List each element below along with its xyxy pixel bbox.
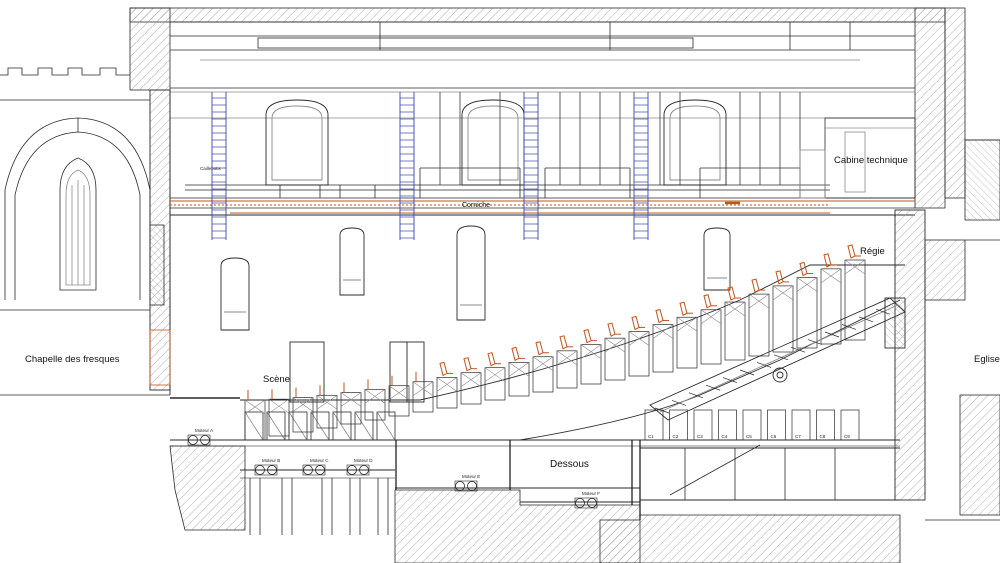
bay-label: C6 <box>771 434 777 439</box>
motor-a: Moteur A <box>187 428 213 446</box>
bay-c7: C7 <box>791 409 811 441</box>
church-section <box>924 7 1000 521</box>
middle-windows <box>220 225 731 403</box>
label-dessous: Dessous <box>550 459 589 470</box>
motor-d: Moteur D <box>346 458 373 476</box>
seat-row <box>628 315 650 377</box>
bay-c5: C5 <box>742 409 762 441</box>
bay-c3: C3 <box>693 409 713 441</box>
seat-row <box>364 379 386 421</box>
seat-row <box>580 329 602 385</box>
bay-c2: C2 <box>669 409 688 441</box>
seat-row <box>508 346 530 397</box>
bay-label: C5 <box>746 434 752 439</box>
bay-label: C7 <box>795 434 801 439</box>
seat-row <box>556 335 578 389</box>
ladders <box>211 92 649 240</box>
motor-f: Moteur F <box>574 491 600 509</box>
label-cabine: Cabine technique <box>834 155 908 166</box>
chapel-section <box>0 67 171 396</box>
seat-row <box>748 278 770 357</box>
seat-row <box>460 357 482 405</box>
foundation-pillars <box>249 444 836 535</box>
label-chapelle: Chapelle des fresques <box>25 354 120 365</box>
seat-row <box>604 322 626 381</box>
bay-label: C3 <box>697 434 703 439</box>
label-corniche: Corniche <box>462 202 490 209</box>
motor-label: Moteur C <box>310 458 329 463</box>
seat-row <box>772 270 794 353</box>
stage-floor <box>170 397 900 503</box>
seat-row <box>724 286 746 361</box>
bay-label: C1 <box>648 434 654 439</box>
motor-label: Moteur A <box>195 428 213 433</box>
foundations <box>169 445 901 563</box>
ladder-rungs <box>212 97 648 239</box>
cornice-beam <box>170 200 915 214</box>
bay-boxes: C1 C2 C3 C4 C5 C6 C7 C8 C9 <box>644 409 860 441</box>
bay-c8: C8 <box>816 409 835 441</box>
label-eglise: Eglise <box>974 354 1000 365</box>
seat-row <box>844 244 866 341</box>
seat-row <box>652 308 674 373</box>
seat-row <box>532 341 554 393</box>
seat-row <box>316 385 338 429</box>
seat-row <box>388 375 410 417</box>
seat-row <box>796 261 818 349</box>
motor-label: Moteur D <box>354 458 373 463</box>
motor-label: Moteur B <box>262 458 280 463</box>
seat-row <box>436 361 458 409</box>
label-caillebotis: Caillebotis <box>200 166 222 171</box>
technical-booth <box>799 117 916 199</box>
upper-windows <box>265 99 727 186</box>
bay-label: C4 <box>722 434 728 439</box>
seat-row <box>412 371 434 413</box>
seat-rows <box>244 244 866 441</box>
seat-row <box>700 294 722 365</box>
bay-label: C9 <box>844 434 850 439</box>
motor-e: Moteur E <box>454 474 480 492</box>
motor-b: Moteur B <box>254 458 280 476</box>
bay-label: C8 <box>820 434 826 439</box>
bay-c6: C6 <box>767 409 786 441</box>
gallery-catwalk <box>170 167 915 209</box>
motors: Moteur A Moteur B Moteur C Moteur D Moteur E… <box>187 428 600 509</box>
seat-row <box>292 387 314 433</box>
bay-label: C2 <box>673 434 679 439</box>
tribune-braces <box>654 308 891 414</box>
telescopic-tribune <box>649 297 906 421</box>
seat-row <box>244 390 266 441</box>
bay-c4: C4 <box>718 409 737 441</box>
motor-label: Moteur E <box>462 474 480 479</box>
label-regie: Régie <box>860 246 885 257</box>
seat-row <box>340 382 362 425</box>
bay-c9: C9 <box>840 409 860 441</box>
seat-row <box>676 301 698 369</box>
roof-structure <box>129 7 946 209</box>
winch-cables <box>395 440 641 520</box>
motor-c: Moteur C <box>302 458 329 476</box>
seat-row <box>820 253 842 345</box>
seat-row <box>268 389 290 437</box>
bay-c1: C1 <box>644 409 664 441</box>
seat-row <box>484 352 506 401</box>
stage-lifts <box>244 411 396 441</box>
label-scene: Scène <box>263 374 290 385</box>
motor-label: Moteur F <box>582 491 600 496</box>
